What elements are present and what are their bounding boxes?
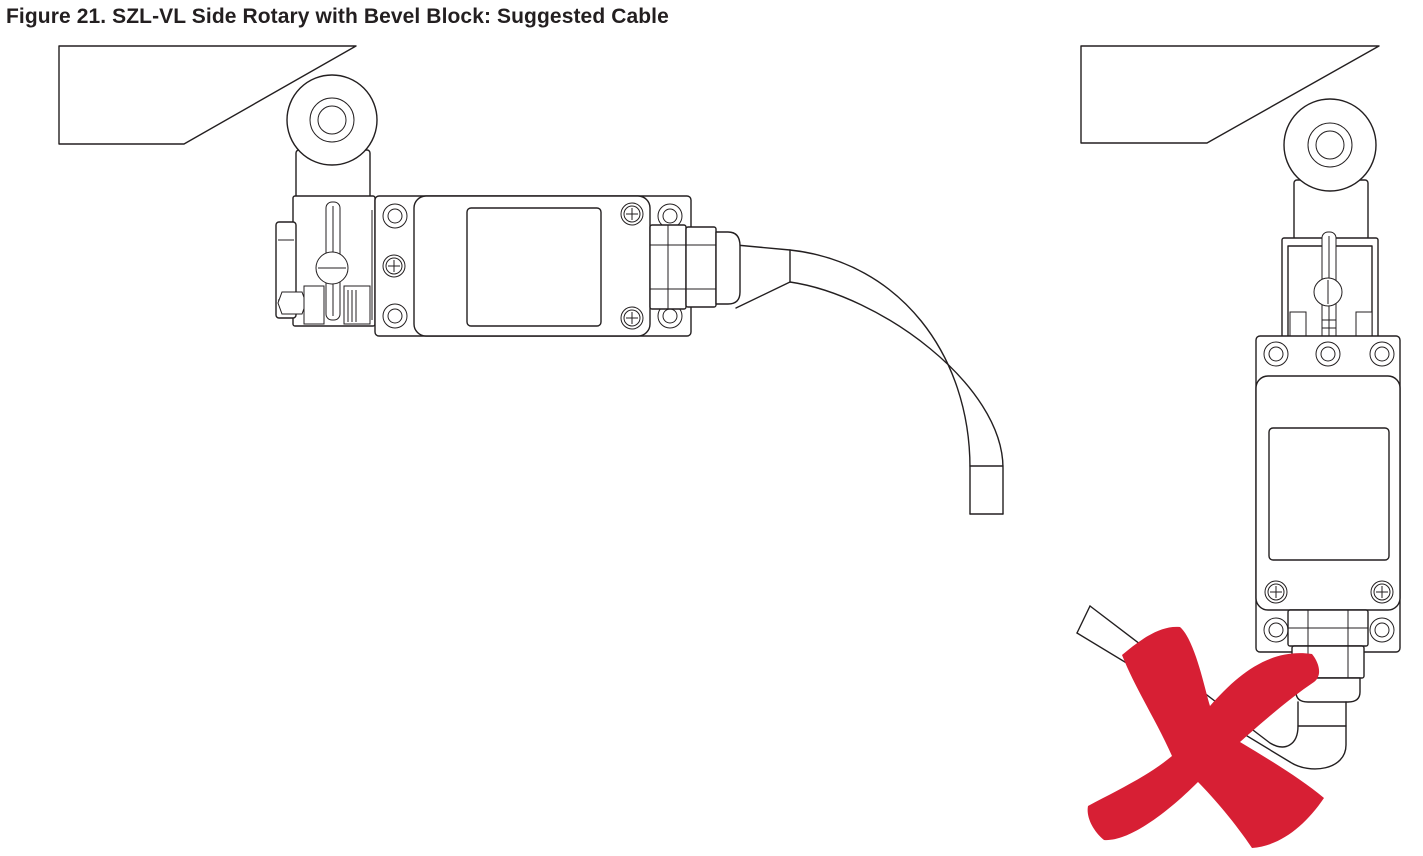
left-bevel-block (58, 45, 357, 145)
left-actuator-head (275, 195, 376, 327)
right-cable (1076, 605, 1347, 770)
red-x-icon (1087, 626, 1324, 848)
left-cable-gland (649, 224, 741, 310)
right-switch-assembly (1076, 45, 1401, 848)
left-cable (735, 244, 1004, 515)
right-roller-lever (1283, 98, 1377, 241)
left-roller-lever (286, 74, 378, 201)
right-switch-body (1255, 335, 1401, 653)
left-switch-assembly (58, 45, 1004, 515)
left-switch-body (374, 195, 692, 337)
right-actuator-head (1281, 231, 1379, 353)
figure-title: Figure 21. SZL-VL Side Rotary with Bevel… (6, 5, 669, 28)
right-bevel-block (1080, 45, 1380, 144)
